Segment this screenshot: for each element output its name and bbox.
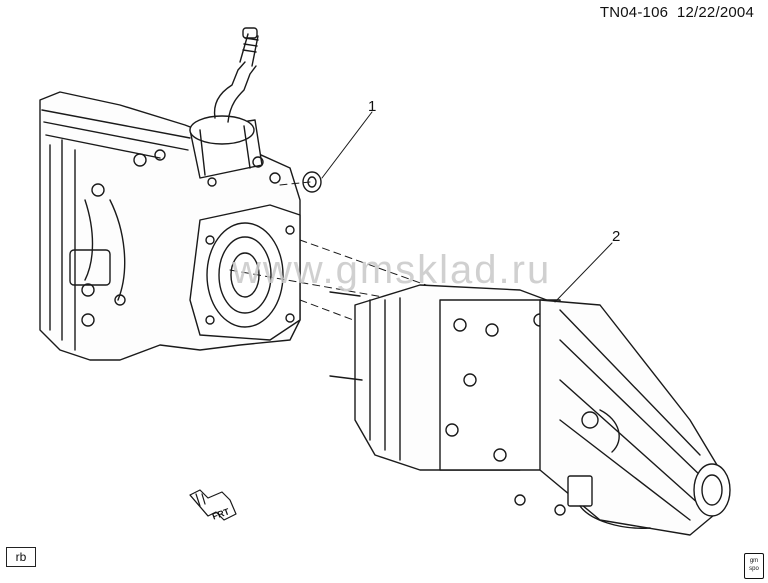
leader-line-1: [321, 111, 373, 179]
corner-tag: rb: [6, 547, 36, 567]
figure-id: TN04-106: [599, 4, 669, 21]
nut: [302, 171, 322, 193]
callout-1: 1: [368, 98, 377, 115]
transfer-case: [329, 284, 731, 536]
figure-header: TN04-106 12/22/2004: [600, 4, 754, 21]
leader-line-2: [554, 242, 613, 303]
figure-date: 12/22/2004: [676, 4, 754, 21]
callout-2: 2: [612, 228, 621, 245]
logo-line-1: gm: [749, 558, 759, 564]
gm-spo-logo: gm spo: [744, 553, 764, 579]
watermark: www.gmsklad.ru: [232, 248, 552, 292]
transmission-housing: [39, 27, 301, 361]
front-direction-arrow: [189, 489, 237, 521]
logo-line-2: spo: [749, 566, 759, 572]
